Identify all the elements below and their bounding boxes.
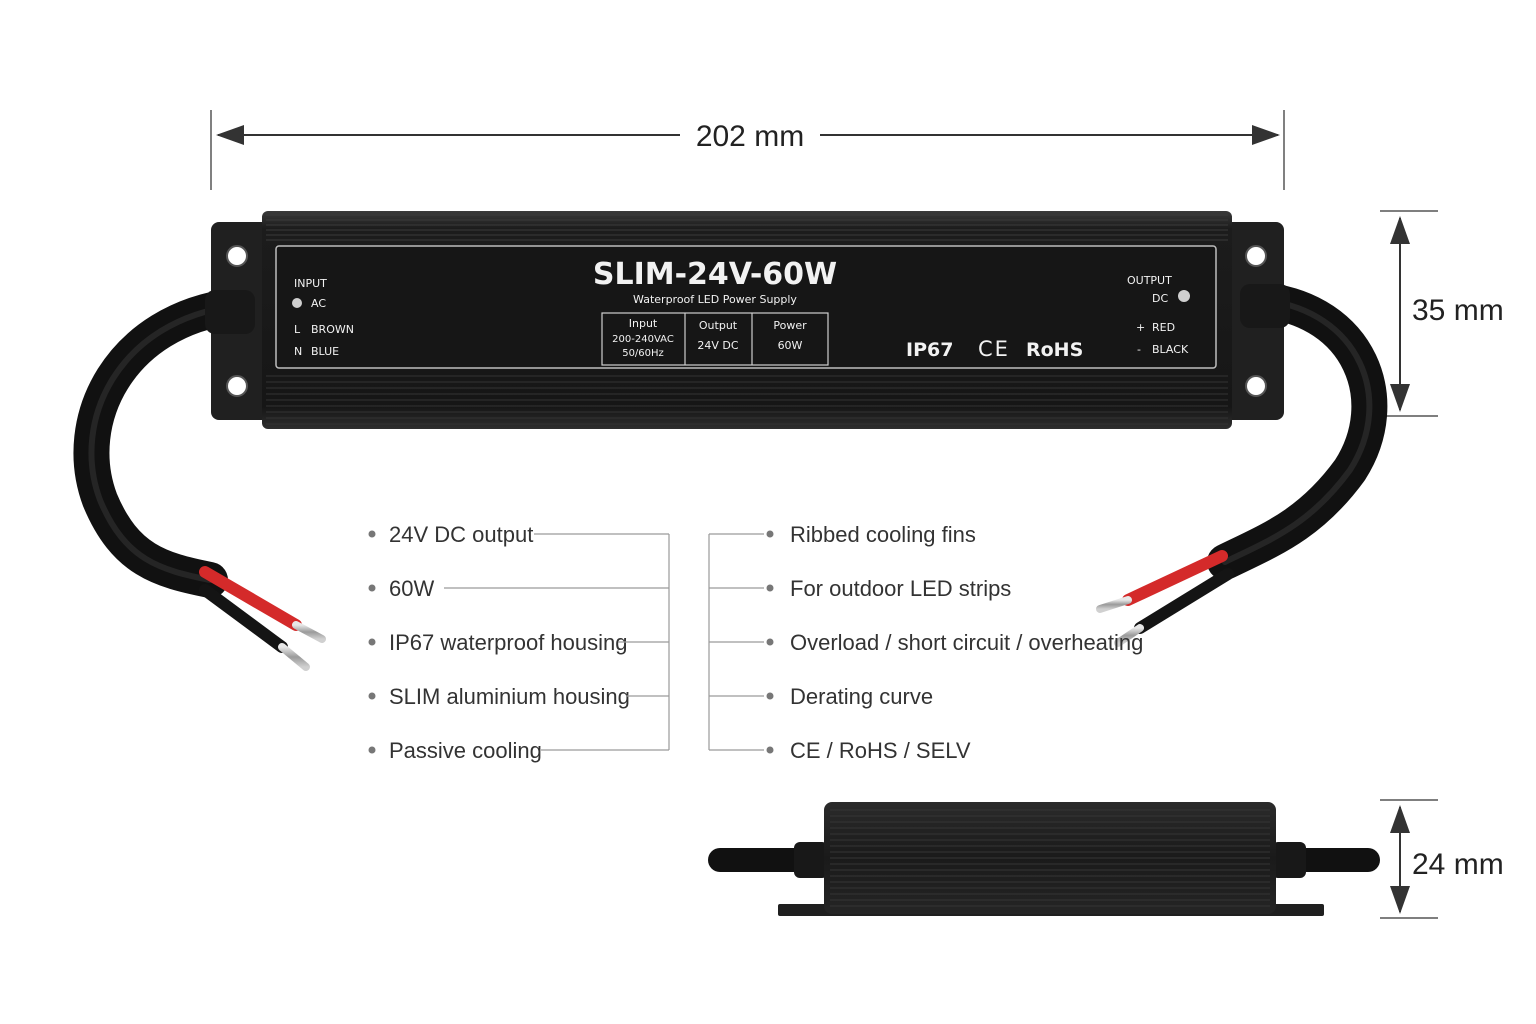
feature-list-right: Ribbed cooling fins For outdoor LED stri… [708,522,1143,763]
side-cable-gland-right [1272,842,1306,878]
feature-left-4: SLIM aluminium housing [389,684,630,709]
depth-label: 24 mm [1412,848,1504,881]
feature-right-2: For outdoor LED strips [790,576,1011,601]
spec-table-border [601,312,829,366]
input-cable-highlight [88,303,238,583]
spec-input-title: Input [629,317,658,330]
ac-indicator-icon [292,298,302,308]
output-cable-gland [1240,284,1290,328]
dc-indicator-icon [1178,290,1190,302]
output-cable-highlight [1222,297,1373,565]
output-wire-black [1134,568,1234,634]
output-minus-color: BLACK [1152,343,1189,356]
feature-right-5: CE / RoHS / SELV [790,738,971,763]
depth-dimension: 24 mm [1380,799,1504,919]
spec-output-value: 24V DC [697,339,738,352]
input-cable [73,288,326,671]
feature-left-5: Passive cooling [389,738,542,763]
output-wire-tip-2 [1114,624,1144,647]
feature-item-right: Ribbed cooling fins [709,522,976,547]
feature-left-3: IP67 waterproof housing [389,630,628,655]
feature-item-right: For outdoor LED strips [709,576,1011,601]
input-cable-gland [205,290,255,334]
input-n-mark: N [294,345,302,358]
spec-power-title: Power [773,319,807,332]
feature-right-1: Ribbed cooling fins [790,522,976,547]
length-dimension: 202 mm [210,110,1285,190]
output-wire-red [1122,550,1228,606]
feature-item-left: Passive cooling [368,738,669,763]
bullet-icon [368,584,376,592]
input-wire-tip-1 [292,621,326,643]
input-l-mark: L [294,323,301,336]
output-plus-mark: + [1136,321,1145,334]
bullet-icon [766,584,774,592]
spec-power-value: 60W [778,339,803,352]
spec-input-frequency: 50/60Hz [622,348,664,359]
feature-item-left: IP67 waterproof housing [368,630,669,655]
feature-left-2: 60W [389,576,434,601]
feature-right-3: Overload / short circuit / overheating [790,630,1143,655]
feature-item-right: CE / RoHS / SELV [709,738,971,763]
spec-input-voltage: 200-240VAC [612,334,674,345]
side-cooling-fins [830,809,1270,907]
bullet-icon [368,530,376,538]
ip67-badge: IP67 [906,339,953,361]
output-dc-label: DC [1152,292,1168,305]
output-minus-mark: - [1137,343,1141,356]
cooling-fins [266,214,1228,425]
length-label: 202 mm [696,120,804,153]
side-cable-gland-left [794,842,828,878]
input-l-color: BROWN [311,323,354,336]
input-n-color: BLUE [311,345,339,358]
mount-hole-icon [226,245,248,267]
input-title: INPUT [294,277,327,290]
feature-item-right: Derating curve [709,684,933,709]
mount-hole-icon [226,375,248,397]
input-wire-black [199,584,288,653]
model-subtitle: Waterproof LED Power Supply [633,293,797,306]
ce-mark-icon: CE [978,337,1010,361]
output-title: OUTPUT [1127,274,1172,287]
feature-item-left: SLIM aluminium housing [368,684,669,709]
height-dimension: 35 mm [1380,210,1504,417]
feature-item-right: Overload / short circuit / overheating [709,630,1143,655]
mount-hole-icon [1245,375,1267,397]
product-label-panel [275,245,1217,369]
feature-right-4: Derating curve [790,684,933,709]
feature-item-left: 60W [368,576,669,601]
input-ac-label: AC [311,297,326,310]
bullet-icon [368,692,376,700]
bullet-icon [368,638,376,646]
feature-left-1: 24V DC output [389,522,533,547]
output-wire-tip-1 [1096,596,1132,613]
output-plus-color: RED [1152,321,1175,334]
bullet-icon [766,746,774,754]
power-supply-housing: SLIM-24V-60W Waterproof LED Power Supply… [262,211,1232,429]
bullet-icon [766,692,774,700]
feature-list-left: 24V DC output 60W IP67 waterproof housin… [368,522,670,763]
height-label: 35 mm [1412,294,1504,327]
model-name: SLIM-24V-60W [593,257,837,292]
bullet-icon [766,530,774,538]
bullet-icon [368,746,376,754]
rohs-badge: RoHS [1026,339,1083,361]
input-wire-tip-2 [278,643,310,671]
spec-output-title: Output [699,319,738,332]
feature-item-left: 24V DC output [368,522,669,547]
mount-hole-icon [1245,245,1267,267]
side-view [708,802,1380,916]
bullet-icon [766,638,774,646]
spec-table: Input 200-240VAC 50/60Hz Output 24V DC P… [601,312,829,366]
input-wire-red [199,566,302,631]
output-cable [1096,282,1388,647]
